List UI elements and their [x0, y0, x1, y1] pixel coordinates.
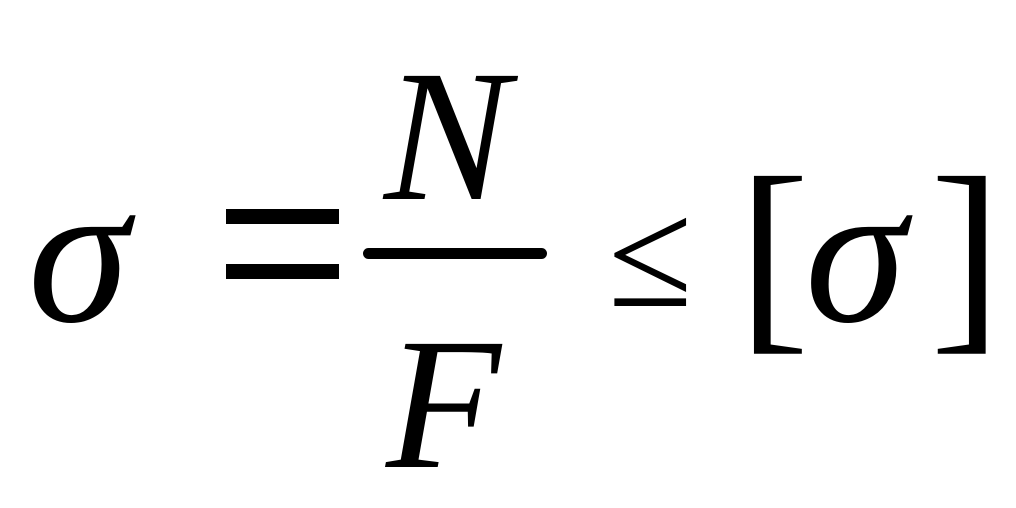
fraction-numerator: N	[384, 31, 510, 240]
fraction-denominator: F	[386, 299, 501, 508]
left-bracket: [	[738, 133, 810, 372]
fraction-bar	[363, 248, 547, 259]
equals-sign-bottom-bar	[226, 264, 339, 279]
equals-sign-top-bar	[226, 209, 339, 224]
less-than-or-equal-sign: ≤	[608, 170, 693, 340]
sigma-symbol-left: σ	[28, 139, 130, 366]
right-bracket: ]	[930, 133, 1002, 372]
sigma-symbol-right: σ	[805, 139, 907, 366]
formula: σ N F ≤ [ σ ]	[28, 31, 1002, 498]
